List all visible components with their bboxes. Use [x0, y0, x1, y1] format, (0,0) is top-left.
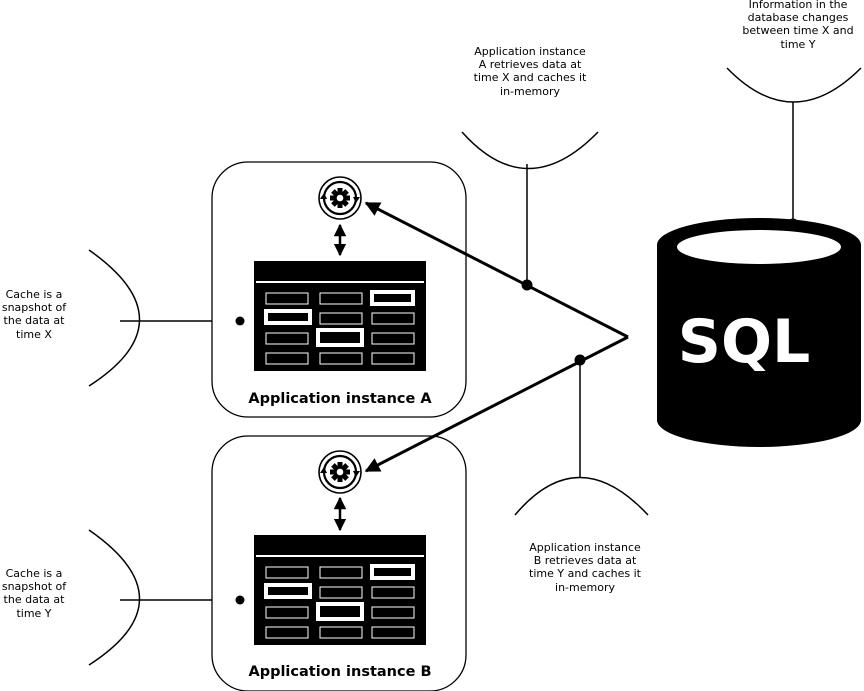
note-line: Application instance — [474, 45, 586, 58]
instance-b-label: Application instance B — [248, 664, 431, 680]
note-line: B retrieves data at — [533, 554, 637, 568]
note-cache-a: Cache is a snapshot of the data at time … — [0, 288, 68, 341]
note-line: Cache is a — [5, 567, 63, 580]
note-line: the data at — [3, 314, 65, 328]
sync-gear-icon — [318, 176, 362, 220]
cache-table-icon — [254, 535, 426, 645]
note-line: time Y and caches it — [529, 567, 641, 581]
note-line: Information in the — [748, 0, 848, 11]
callout-arc-cache-a — [88, 249, 141, 387]
junction-dot-cache-b — [235, 595, 245, 605]
callout-arc-retrieve-b — [514, 476, 649, 516]
note-line: Application instance — [529, 541, 641, 554]
note-line: Cache is a — [5, 288, 63, 301]
note-cache-b: Cache is a snapshot of the data at time … — [0, 567, 68, 620]
note-line: between time X and — [742, 24, 854, 38]
note-retrieve-b: Application instance B retrieves data at… — [515, 541, 655, 594]
note-line: A retrieves data at — [478, 58, 582, 72]
instance-a-label: Application instance A — [248, 391, 432, 407]
callout-arc-db-changes — [726, 67, 862, 103]
note-retrieve-a: Application instance A retrieves data at… — [460, 45, 600, 98]
note-line: time X — [16, 327, 52, 341]
callout-arc-retrieve-a — [461, 131, 599, 170]
note-line: time Y — [780, 37, 816, 51]
note-db-changes: Information in the database changes betw… — [728, 0, 864, 51]
callout-arc-cache-b — [88, 529, 141, 666]
note-line: in-memory — [500, 84, 560, 98]
note-line: in-memory — [555, 580, 615, 594]
note-line: the data at — [3, 593, 65, 607]
note-line: snapshot of — [1, 580, 67, 594]
cache-table-icon — [254, 261, 426, 371]
connection-db-instance-a — [364, 201, 629, 339]
database-label: SQL — [678, 307, 810, 377]
junction-dot-cache-a — [235, 316, 245, 326]
sync-gear-icon — [318, 450, 362, 494]
database-cylinder-icon — [657, 218, 861, 447]
note-line: database changes — [747, 11, 849, 25]
junction-dot-a — [521, 279, 533, 291]
note-line: time X and caches it — [473, 71, 587, 85]
junction-dot-b — [574, 354, 586, 366]
note-line: time Y — [16, 606, 52, 620]
note-line: snapshot of — [1, 301, 67, 315]
